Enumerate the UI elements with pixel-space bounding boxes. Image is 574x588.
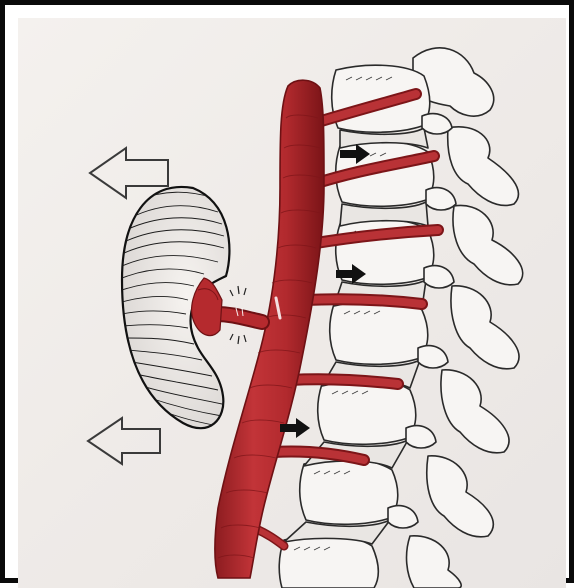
hollow-left-arrow-icon: [90, 148, 168, 198]
kidney: [122, 186, 229, 429]
illustration-plate: [18, 18, 566, 588]
hollow-left-arrow-icon: [88, 418, 160, 464]
renal-artery: [216, 286, 262, 344]
anatomical-illustration: [18, 18, 566, 588]
